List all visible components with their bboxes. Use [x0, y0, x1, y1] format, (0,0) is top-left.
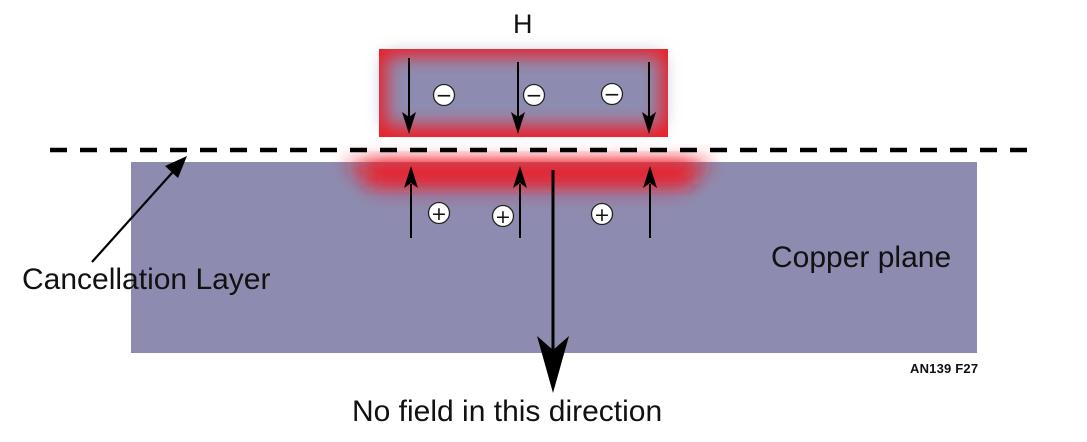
- conductor-field-arrows: [402, 58, 656, 134]
- field-arrow-up: [513, 166, 527, 238]
- cancellation-layer-label: Cancellation Layer: [22, 263, 271, 296]
- plane-field-arrows: [404, 166, 657, 238]
- field-label: H: [513, 9, 533, 39]
- negative-charge: −: [522, 83, 546, 107]
- svg-text:+: +: [431, 203, 447, 225]
- positive-charge: +: [590, 202, 614, 226]
- field-arrow-up: [643, 166, 657, 238]
- no-field-label: No field in this direction: [352, 395, 663, 428]
- svg-text:+: +: [495, 206, 511, 228]
- positive-charge: +: [491, 204, 515, 228]
- negative-charge: −: [600, 82, 624, 106]
- negative-charge: −: [432, 83, 456, 107]
- field-arrow-up: [404, 166, 418, 238]
- svg-text:−: −: [604, 82, 621, 106]
- figure-id: AN139 F27: [910, 361, 979, 376]
- copper-plane-label: Copper plane: [771, 241, 952, 274]
- cancellation-pointer-arrow: [91, 156, 187, 263]
- positive-charge: +: [427, 201, 451, 225]
- field-arrow-down: [402, 58, 416, 134]
- negative-charges: − − −: [432, 82, 624, 107]
- field-arrow-down: [511, 62, 525, 134]
- svg-text:−: −: [526, 83, 543, 107]
- field-arrow-down: [642, 62, 656, 134]
- svg-text:−: −: [436, 83, 453, 107]
- svg-text:+: +: [594, 204, 610, 226]
- positive-charges: + + +: [427, 201, 614, 228]
- no-field-arrow: [537, 170, 569, 393]
